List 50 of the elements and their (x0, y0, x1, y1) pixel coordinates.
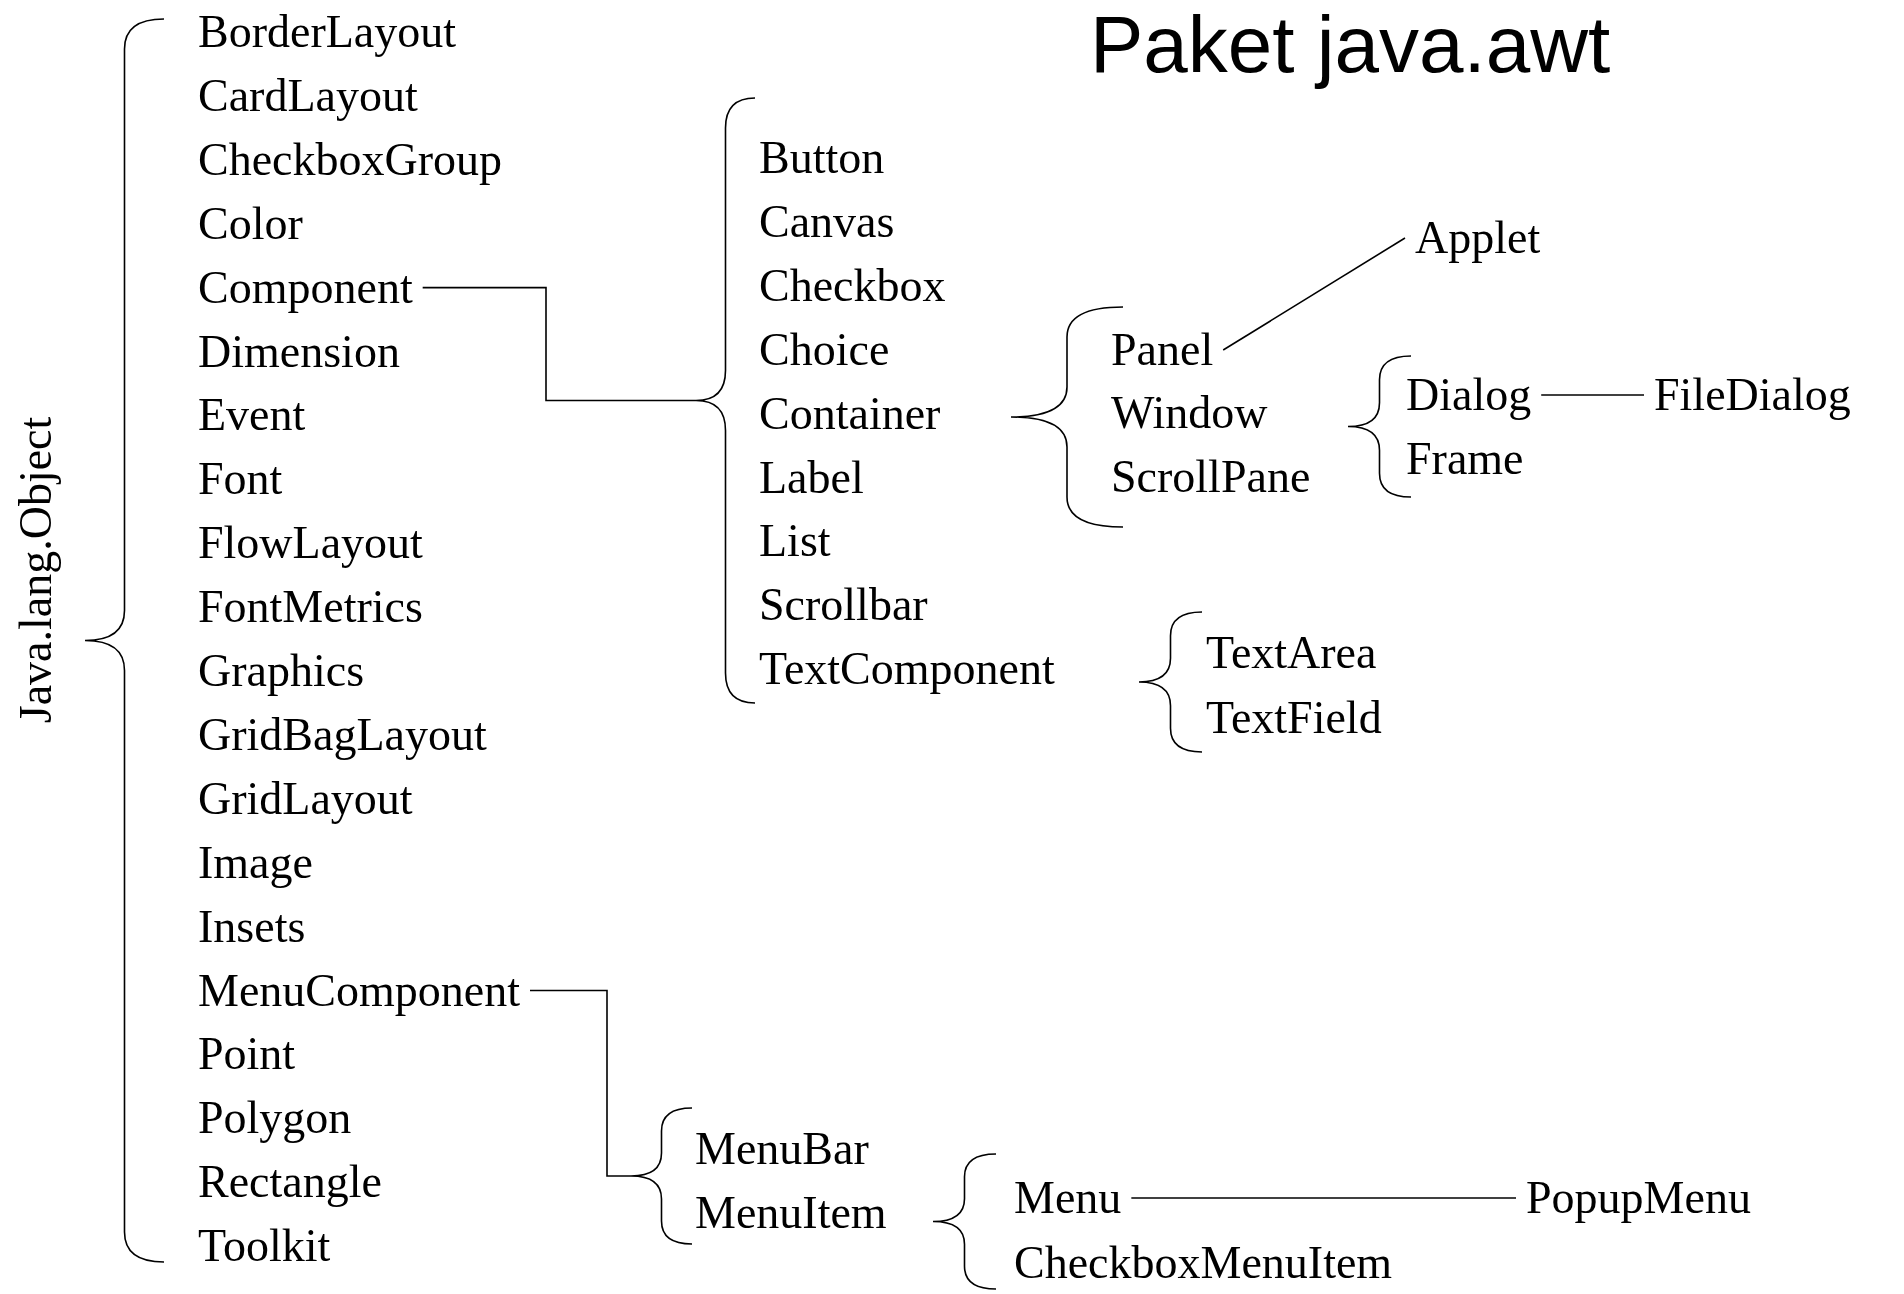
class-name: Polygon (198, 1092, 352, 1145)
class-name: MenuBar (695, 1123, 869, 1175)
class-name: Button (759, 132, 885, 184)
class-name: Insets (198, 900, 306, 953)
class-name: FlowLayout (198, 517, 423, 570)
class-name: FileDialog (1654, 369, 1851, 421)
class-name: Container (759, 387, 941, 440)
class-name: Menu (1014, 1172, 1122, 1224)
class-name: TextArea (1206, 627, 1377, 679)
class-name: FontMetrics (198, 581, 423, 634)
connector-line (1130, 1197, 1517, 1199)
class-name: TextField (1206, 692, 1382, 744)
class-name: BorderLayout (198, 6, 457, 58)
class-name: Graphics (198, 645, 365, 697)
class-name: MenuItem (695, 1187, 887, 1239)
class-name: Rectangle (198, 1156, 382, 1209)
class-name: Dimension (198, 325, 400, 378)
class-name: Toolkit (198, 1220, 331, 1273)
class-name: Frame (1406, 433, 1524, 485)
class-name: CheckboxMenuItem (1014, 1237, 1393, 1289)
class-name: Label (759, 451, 864, 504)
class-name: Window (1111, 387, 1268, 439)
class-name: GridLayout (198, 772, 413, 825)
connector-line (1540, 394, 1645, 396)
class-name: Color (198, 197, 303, 250)
class-name: Choice (759, 323, 890, 376)
class-name: Image (198, 836, 313, 889)
class-name: Event (198, 389, 306, 442)
class-name: Scrollbar (759, 579, 928, 632)
connector-line (529, 989, 632, 1177)
class-name: Font (198, 453, 283, 506)
connector-line (421, 286, 697, 402)
class-name: ScrollPane (1111, 451, 1311, 503)
connector-line (1222, 237, 1406, 351)
class-name: Canvas (759, 195, 895, 248)
class-name: TextComponent (759, 643, 1055, 696)
class-name: Dialog (1406, 369, 1532, 421)
class-name: Panel (1111, 324, 1214, 376)
class-name: MenuComponent (198, 964, 520, 1017)
class-name: Point (198, 1028, 296, 1081)
class-name: Component (198, 261, 413, 314)
class-name: Java.lang.Object (10, 416, 62, 724)
class-name: GridBagLayout (198, 708, 487, 761)
class-name: Applet (1415, 212, 1541, 264)
class-name: PopupMenu (1526, 1172, 1751, 1224)
class-name: CheckboxGroup (198, 133, 503, 186)
class-name: Checkbox (759, 259, 946, 312)
class-name: List (759, 515, 831, 568)
class-name: CardLayout (198, 69, 418, 122)
title: Paket java.awt (1090, 0, 1611, 90)
